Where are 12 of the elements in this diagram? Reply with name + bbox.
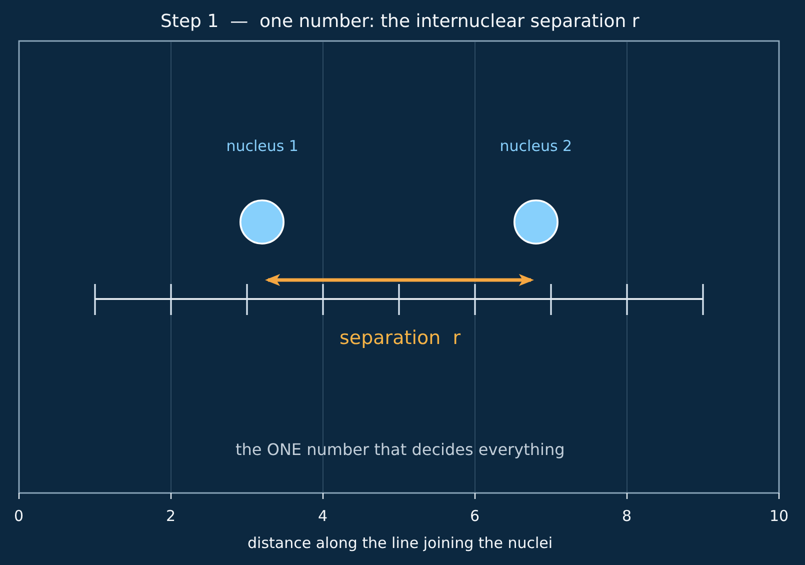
tick-label: 4 xyxy=(318,508,328,525)
tick-label: 2 xyxy=(166,508,176,525)
nucleus-label: nucleus 2 xyxy=(500,138,572,155)
tick-label: 6 xyxy=(470,508,480,525)
axis-title: distance along the line joining the nuclei xyxy=(248,534,553,552)
chart-title: Step 1 — one number: the internuclear separation r xyxy=(160,12,640,32)
tick-label: 10 xyxy=(770,508,789,525)
note-text: the ONE number that decides everything xyxy=(236,441,565,460)
nucleus-label: nucleus 1 xyxy=(226,138,298,155)
dimension-label: separation r xyxy=(340,328,461,350)
tick-label: 0 xyxy=(14,508,24,525)
tick-label: 8 xyxy=(622,508,632,525)
